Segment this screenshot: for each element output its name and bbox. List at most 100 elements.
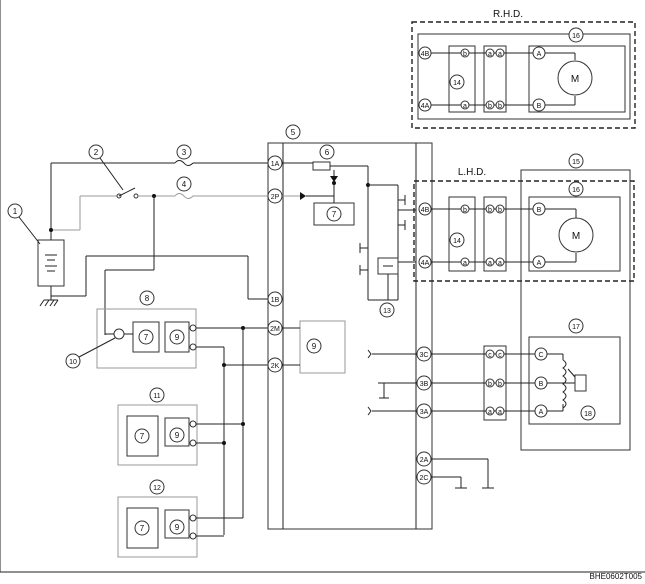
component-15-frame bbox=[520, 169, 631, 451]
lhd-motor-16 bbox=[528, 196, 621, 272]
sensor-10 bbox=[113, 328, 125, 340]
callout-7-unit11: 7 bbox=[140, 432, 145, 441]
rhd-connector-ab bbox=[483, 45, 507, 113]
lhd-section bbox=[413, 180, 635, 282]
control-unit-9-in-module bbox=[299, 320, 346, 374]
rhd-pin-a2: a bbox=[488, 51, 492, 58]
callout-16-rhd: 16 bbox=[572, 33, 580, 40]
control-unit-8 bbox=[96, 308, 197, 369]
terminal-2P-label: 2P bbox=[271, 194, 280, 201]
callout-10: 10 bbox=[69, 359, 77, 366]
callout-9-unit11: 9 bbox=[175, 431, 180, 440]
callout-7-module: 7 bbox=[332, 210, 337, 219]
callout-7-unit12: 7 bbox=[140, 524, 145, 533]
rhd-motor-symbol: M bbox=[571, 74, 579, 85]
terminal-1B bbox=[267, 291, 283, 307]
control-module-5 bbox=[267, 142, 433, 530]
pin-b2: b bbox=[498, 381, 502, 388]
terminal-2M-label: 2M bbox=[270, 326, 280, 333]
rhd-pin-A: A bbox=[537, 51, 542, 58]
lhd-label: L.H.D. bbox=[458, 167, 486, 178]
callout-8: 8 bbox=[145, 294, 150, 303]
position-sensor-17 bbox=[528, 336, 621, 425]
callout-14-rhd: 14 bbox=[453, 80, 461, 87]
rhd-pin-a1: a bbox=[463, 103, 467, 110]
terminal-2K-label: 2K bbox=[271, 363, 280, 370]
lhd-pin-A: A bbox=[537, 260, 542, 267]
unit-8-block-7 bbox=[132, 321, 160, 353]
pin-a2: a bbox=[498, 409, 502, 416]
terminal-3B-label: 3B bbox=[420, 381, 429, 388]
sensor-element-18 bbox=[574, 374, 587, 392]
unit-12-block-9 bbox=[164, 509, 190, 539]
lhd-pin-b3: b bbox=[498, 207, 502, 214]
rhd-motor-16 bbox=[528, 45, 626, 113]
lhd-connector-ab bbox=[483, 196, 507, 272]
callout-15: 15 bbox=[572, 159, 580, 166]
rhd-connector-14 bbox=[448, 45, 476, 113]
callouts: 1 2 3 4 5 6 7 8 7 9 9 10 11 7 9 12 7 9 1… bbox=[7, 27, 596, 536]
lhd-motor-symbol: M bbox=[572, 231, 580, 242]
rhd-terminal-4A: 4A bbox=[421, 103, 430, 110]
lhd-pin-b1: b bbox=[463, 207, 467, 214]
rhd-pin-b1: b bbox=[463, 51, 467, 58]
lhd-pin-a3: a bbox=[498, 260, 502, 267]
terminal-2C-label: 2C bbox=[420, 475, 429, 482]
pin-c2: c bbox=[498, 352, 502, 359]
callout-4: 4 bbox=[182, 180, 187, 189]
control-unit-12 bbox=[117, 496, 198, 558]
relay-6 bbox=[312, 161, 331, 171]
rhd-label: R.H.D. bbox=[493, 9, 523, 20]
figure-code: BHE0602T005 bbox=[590, 572, 643, 581]
sensor-pin-C: C bbox=[538, 352, 543, 359]
terminal-1B-label: 1B bbox=[271, 297, 280, 304]
rhd-terminal-4B: 4B bbox=[421, 51, 430, 58]
rhd-motor-icon bbox=[557, 60, 593, 96]
callout-1: 1 bbox=[13, 207, 18, 216]
callout-9-unit12: 9 bbox=[175, 523, 180, 532]
lhd-pin-B: B bbox=[537, 207, 542, 214]
terminal-2A-label: 2A bbox=[420, 457, 429, 464]
fuse-3 bbox=[174, 160, 194, 166]
callout-12: 12 bbox=[153, 485, 161, 492]
lhd-terminal-4A: 4A bbox=[421, 260, 430, 267]
terminal-3C-label: 3C bbox=[420, 352, 429, 359]
callout-16-lhd: 16 bbox=[572, 187, 580, 194]
rhd-section bbox=[411, 21, 636, 129]
callout-9-unit8: 9 bbox=[175, 333, 180, 342]
lhd-motor-icon bbox=[558, 217, 594, 253]
control-unit-11 bbox=[117, 404, 198, 466]
unit-11-block-7 bbox=[126, 415, 159, 457]
terminal-1A-label: 1A bbox=[271, 161, 280, 168]
rhd-pin-B: B bbox=[537, 103, 542, 110]
fuse-4 bbox=[174, 193, 194, 199]
unit-8-block-9 bbox=[164, 321, 190, 353]
callout-2: 2 bbox=[94, 148, 99, 157]
sensor-pin-B: B bbox=[539, 381, 544, 388]
pin-b1: b bbox=[488, 381, 492, 388]
unit-11-block-9 bbox=[164, 417, 190, 447]
lhd-connector-14 bbox=[448, 196, 476, 272]
callout-3: 3 bbox=[182, 148, 187, 157]
battery bbox=[37, 239, 65, 287]
lhd-terminal-4B: 4B bbox=[421, 207, 430, 214]
callout-7-unit8: 7 bbox=[144, 333, 149, 342]
pin-a1: a bbox=[488, 409, 492, 416]
unit-12-block-7 bbox=[126, 507, 159, 549]
rhd-pin-b2: b bbox=[488, 103, 492, 110]
callout-13: 13 bbox=[383, 308, 391, 315]
lhd-pin-a2: a bbox=[488, 260, 492, 267]
callout-14-lhd: 14 bbox=[453, 238, 461, 245]
lhd-pin-b2: b bbox=[488, 207, 492, 214]
callout-11: 11 bbox=[153, 393, 160, 400]
sensor-coil bbox=[562, 359, 567, 409]
lhd-pin-a1: a bbox=[463, 260, 467, 267]
callout-9-module: 9 bbox=[312, 342, 317, 351]
rhd-pin-b3: b bbox=[498, 103, 502, 110]
callout-5: 5 bbox=[291, 128, 296, 137]
callout-6: 6 bbox=[325, 148, 330, 157]
sensor-pin-A: A bbox=[539, 409, 544, 416]
terminal-3A-label: 3A bbox=[420, 409, 429, 416]
